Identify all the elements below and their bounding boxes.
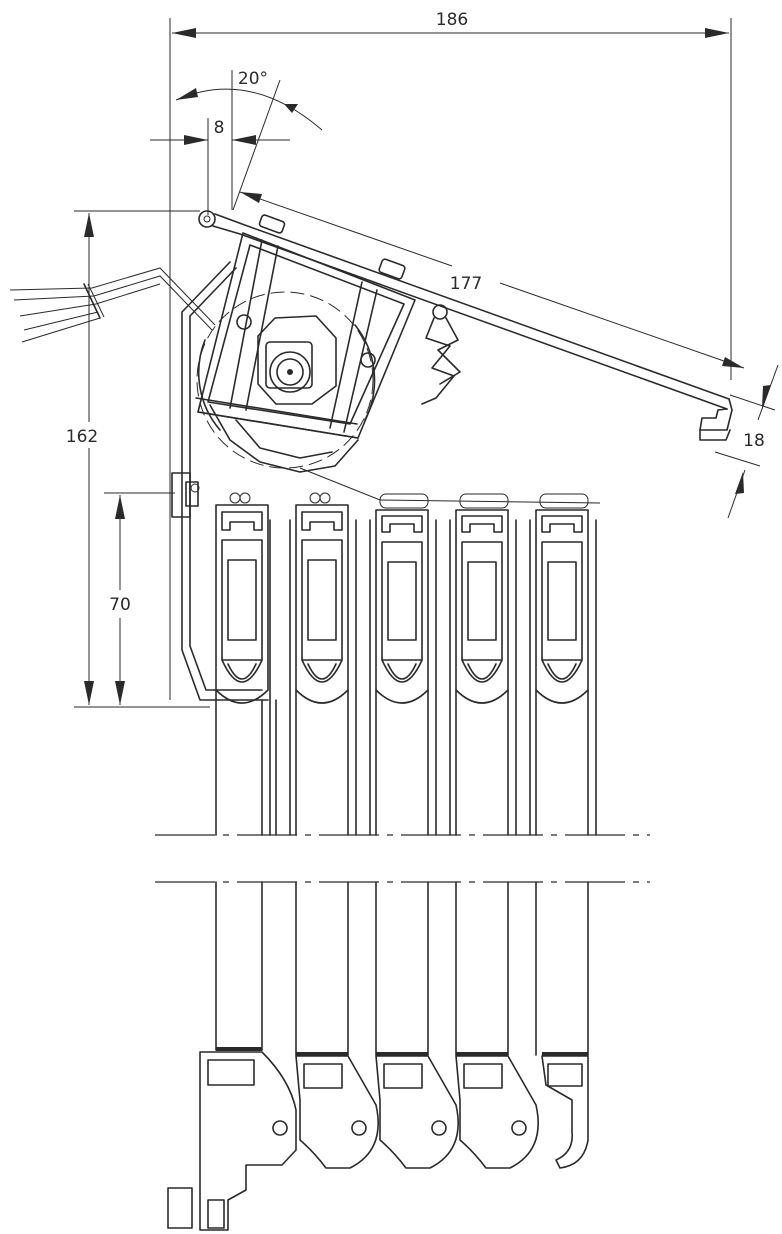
total-height-label: 162 — [66, 427, 98, 447]
offset-label: 8 — [214, 118, 225, 138]
slat-3 — [375, 493, 429, 704]
dimension-18: 18 — [714, 364, 779, 519]
top-slat — [198, 210, 733, 441]
slat-height-label: 18 — [743, 431, 765, 451]
slat-length-label: 177 — [450, 274, 482, 294]
break-lines — [155, 834, 650, 883]
slat-1 — [215, 492, 269, 704]
stack-height-label: 70 — [109, 595, 131, 615]
slat-2 — [295, 492, 349, 704]
guide-rails-upper — [215, 519, 597, 836]
dimension-70: 70 — [104, 492, 175, 705]
guide-rails-lower — [215, 881, 589, 1056]
angle-label: 20° — [238, 69, 268, 89]
hinge-links — [167, 1051, 589, 1231]
motor-assembly — [195, 214, 601, 504]
dimension-8: 8 — [150, 118, 290, 215]
dimension-angle: 20° — [175, 69, 323, 211]
side-bracket — [171, 261, 269, 701]
motor-cable — [9, 267, 216, 343]
dimension-162: 162 — [66, 210, 210, 708]
slat-4 — [455, 493, 509, 704]
dimension-177: 177 — [239, 191, 745, 369]
dimension-186: 186 — [169, 10, 732, 700]
slat-5 — [535, 493, 589, 704]
slat-stack — [215, 492, 589, 704]
dimension-186-label: 186 — [436, 10, 468, 30]
